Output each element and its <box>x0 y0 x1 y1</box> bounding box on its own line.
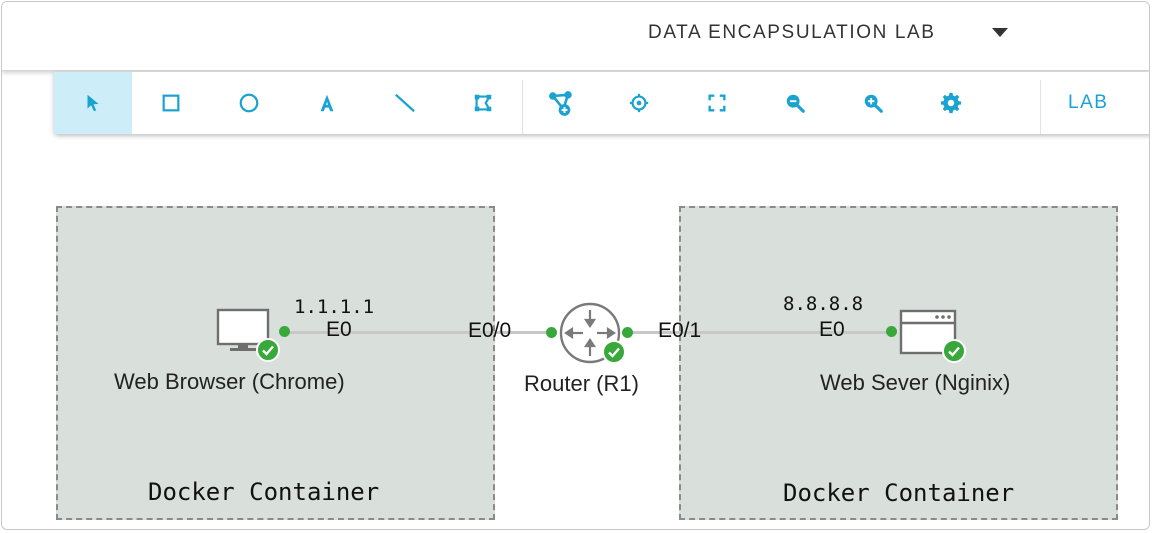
server-window-icon <box>899 309 957 355</box>
status-check-icon <box>942 339 966 363</box>
status-check-icon <box>256 338 280 362</box>
web-browser-node[interactable] <box>214 308 274 358</box>
router-interface-left-label: E0/0 <box>468 319 512 342</box>
status-check-icon <box>602 340 626 364</box>
polygon-tool-button[interactable] <box>444 72 522 134</box>
server-interface-label: E0 <box>819 318 845 341</box>
add-node-button[interactable] <box>522 72 600 134</box>
fit-view-button[interactable] <box>678 72 756 134</box>
docker-container-left[interactable] <box>56 206 495 520</box>
browser-node-label: Web Browser (Chrome) <box>114 369 345 394</box>
lab-menu-button[interactable]: LAB <box>1068 92 1109 113</box>
line-icon <box>395 93 415 113</box>
toolbar-divider <box>522 80 523 134</box>
pointer-tool-button[interactable] <box>54 72 132 134</box>
browser-interface-label: E0 <box>326 318 352 341</box>
rectangle-icon <box>162 94 180 112</box>
container-label-left: Docker Container <box>148 478 380 506</box>
server-ip-address: 8.8.8.8 <box>783 293 864 315</box>
router-interface-right-label: E0/1 <box>658 319 702 342</box>
settings-button[interactable] <box>912 72 990 134</box>
zoom-out-icon <box>786 94 805 113</box>
pointer-icon <box>87 94 99 112</box>
topology-canvas[interactable]: Docker Container Docker Container 1.1.1.… <box>2 135 1149 529</box>
circle-tool-button[interactable] <box>210 72 288 134</box>
toolbar-divider <box>1040 80 1041 134</box>
fullscreen-icon <box>708 94 726 112</box>
polygon-icon <box>474 94 492 112</box>
rectangle-tool-button[interactable] <box>132 72 210 134</box>
interface-dot-router-e01[interactable] <box>622 327 633 338</box>
zoom-in-button[interactable] <box>834 72 912 134</box>
gear-icon <box>940 92 962 114</box>
zoom-in-icon <box>864 94 883 113</box>
text-icon <box>320 94 334 112</box>
center-view-button[interactable] <box>600 72 678 134</box>
monitor-icon <box>216 308 270 351</box>
browser-ip-address: 1.1.1.1 <box>294 296 375 318</box>
lab-title-dropdown[interactable]: DATA ENCAPSULATION LAB <box>648 22 936 43</box>
circle-icon <box>239 93 259 113</box>
server-node-label: Web Sever (Nginix) <box>820 370 1011 395</box>
container-label-right: Docker Container <box>783 479 1015 507</box>
line-tool-button[interactable] <box>366 72 444 134</box>
web-server-node[interactable] <box>899 309 959 357</box>
link-router-server[interactable] <box>628 331 891 334</box>
top-bar: DATA ENCAPSULATION LAB <box>2 2 1149 71</box>
router-node-label: Router (R1) <box>524 371 639 396</box>
add-node-icon <box>549 91 572 116</box>
caret-down-icon[interactable] <box>992 28 1008 37</box>
interface-dot-router-e00[interactable] <box>546 327 557 338</box>
docker-container-right[interactable] <box>679 206 1118 520</box>
interface-dot-browser-e0[interactable] <box>279 326 290 337</box>
toolbar: LAB <box>54 72 1149 134</box>
link-browser-router[interactable] <box>285 331 551 334</box>
crosshair-icon <box>629 93 649 113</box>
zoom-out-button[interactable] <box>756 72 834 134</box>
text-tool-button[interactable] <box>288 72 366 134</box>
interface-dot-server-e0[interactable] <box>886 326 897 337</box>
